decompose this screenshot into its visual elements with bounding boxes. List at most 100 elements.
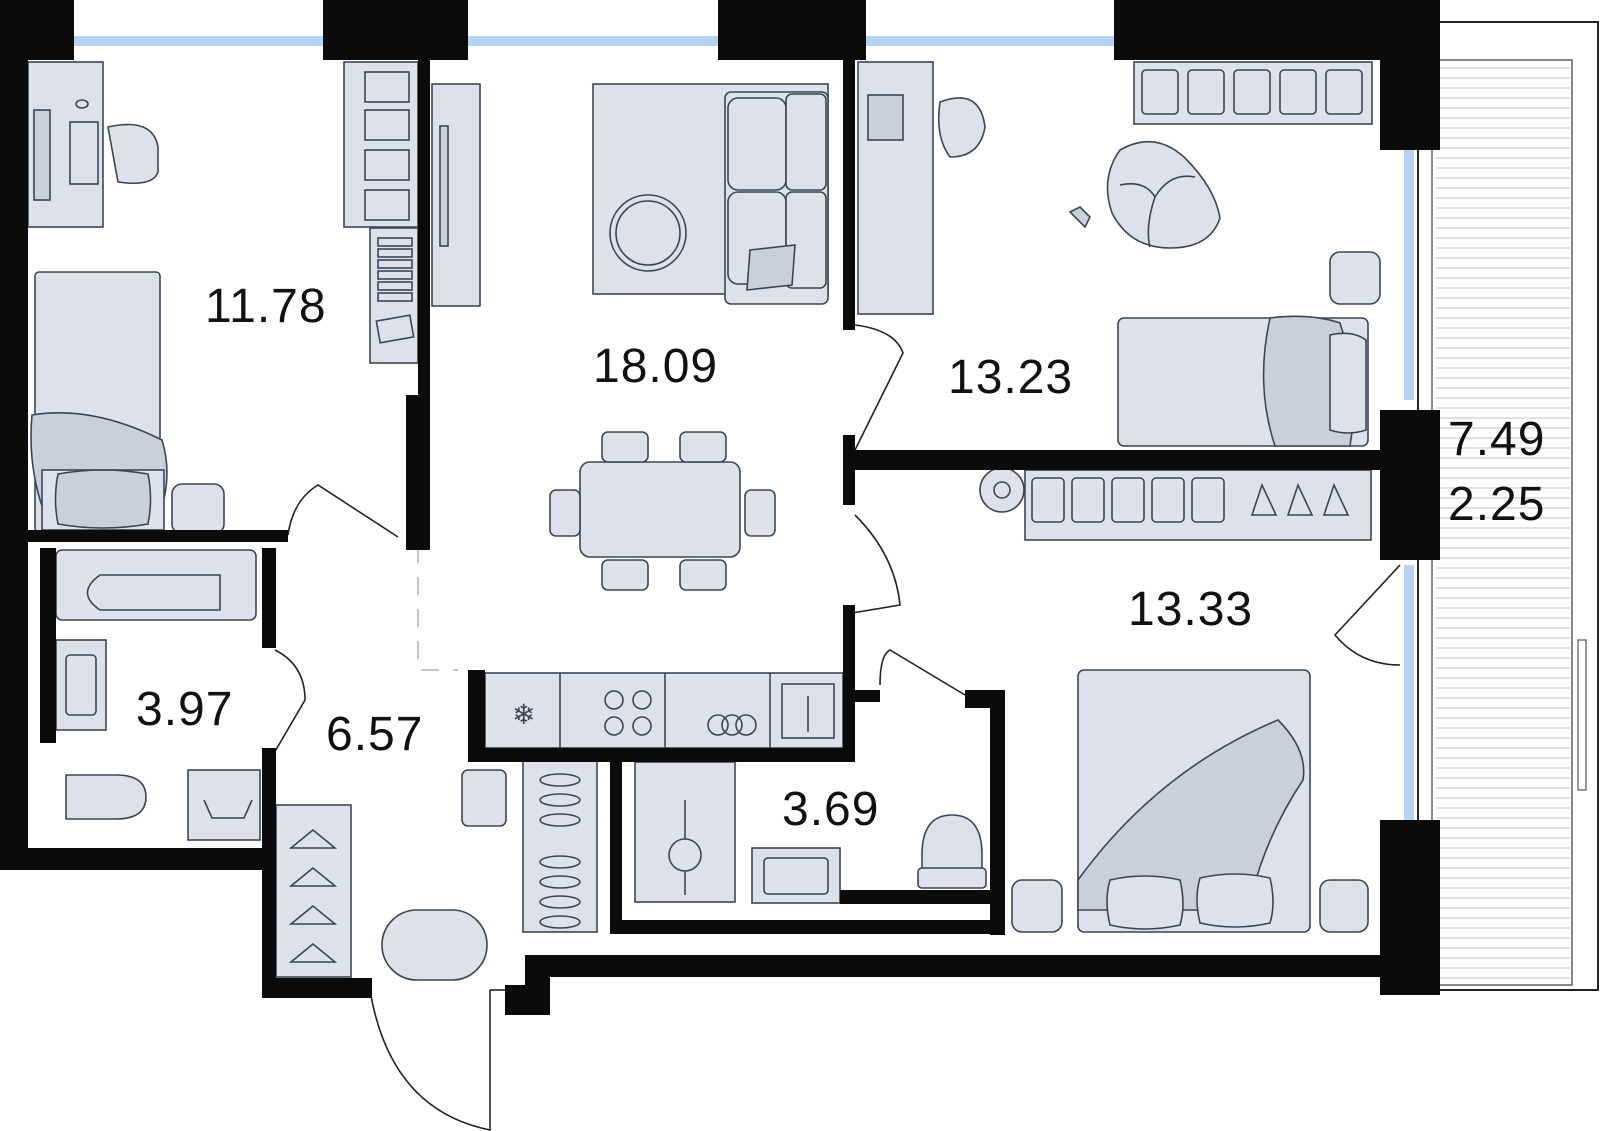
mouse <box>75 99 89 109</box>
throw-pillow <box>746 244 796 291</box>
wardrobe-top <box>1133 61 1373 125</box>
shirt-icon <box>1031 477 1065 523</box>
area-label-bedroom-top-right: 13.23 <box>948 351 1073 404</box>
dining-chair <box>549 489 581 537</box>
hanger-icon <box>1322 482 1350 516</box>
robot-vacuum-icon <box>979 467 1025 513</box>
book <box>377 259 413 269</box>
shirt-icon <box>1279 69 1317 115</box>
hob-burner <box>604 716 624 736</box>
hanger-icon <box>288 828 338 849</box>
area-label-hallway: 6.57 <box>326 708 423 761</box>
hanger-icon <box>1250 482 1278 516</box>
door-swing <box>287 484 399 538</box>
wardrobe-items <box>1031 477 1350 523</box>
nightstand <box>171 483 225 535</box>
book <box>377 237 413 247</box>
pillow <box>54 469 152 529</box>
laptop-icon <box>867 94 904 141</box>
doors <box>269 324 1401 1131</box>
shoe-rack <box>522 759 598 933</box>
hanger-icon <box>1286 482 1314 516</box>
area-label-wc: 3.69 <box>782 783 879 836</box>
bathroom-furniture <box>55 549 261 841</box>
blanket <box>1077 719 1305 911</box>
bottom-right-bedroom-furniture <box>979 467 1372 933</box>
dishwasher-icon <box>707 714 729 736</box>
hallway-furniture <box>275 759 598 981</box>
door-swing <box>854 324 904 451</box>
book <box>377 292 413 302</box>
door-swing <box>1333 564 1401 666</box>
balcony <box>1417 21 1599 991</box>
office-chair <box>937 97 986 158</box>
shoe-icon <box>539 813 581 827</box>
books <box>377 237 413 302</box>
windows <box>70 36 1414 820</box>
shirt-icon <box>1187 69 1225 115</box>
area-label-living-kitchen: 18.09 <box>593 340 718 393</box>
water-heater-icon <box>668 838 702 872</box>
door-swing <box>269 649 306 761</box>
gamepad-icon <box>1068 206 1091 229</box>
nightstand <box>1011 879 1063 933</box>
left-bedroom-furniture <box>27 61 419 535</box>
sofa-back <box>785 191 827 289</box>
nightstand <box>1329 251 1381 305</box>
shoes <box>539 773 581 929</box>
book <box>377 270 413 280</box>
book <box>377 248 413 258</box>
shirt-icon <box>1191 477 1225 523</box>
dining-chair <box>601 559 649 591</box>
shirt-icon <box>1325 69 1363 115</box>
dining-chair <box>601 431 649 463</box>
keyboard <box>69 121 99 185</box>
washing-machine-icon <box>187 769 261 841</box>
pillow <box>1196 873 1274 928</box>
area-label-balcony-reduced: 2.25 <box>1448 478 1545 531</box>
shoe-icon <box>539 793 581 807</box>
shoe-icon <box>539 915 581 929</box>
hanger-icon <box>288 904 338 925</box>
nightstand <box>1319 879 1369 933</box>
area-label-balcony: 7.49 <box>1448 413 1545 466</box>
dining-table <box>579 461 741 558</box>
area-label-bathroom: 3.97 <box>136 683 233 736</box>
hangers <box>288 828 338 963</box>
hob-burner <box>604 690 624 710</box>
doormat <box>381 909 488 981</box>
dining-chair <box>744 489 776 537</box>
living-room-furniture <box>431 83 829 591</box>
coffee-table <box>609 194 687 272</box>
folded-shirt-icon <box>364 189 410 221</box>
shoe-icon <box>539 895 581 909</box>
sofa-back <box>785 93 827 191</box>
pouf <box>461 769 507 827</box>
walls <box>0 0 1440 1015</box>
hob-burner <box>632 716 652 736</box>
shirt-icon <box>1141 69 1179 115</box>
door-swing <box>851 514 901 614</box>
office-chair <box>107 123 159 185</box>
dining-chair <box>679 431 727 463</box>
shirt-icon <box>1151 477 1185 523</box>
book <box>375 314 415 344</box>
dining-chair <box>679 559 727 591</box>
hanger-icon <box>288 866 338 887</box>
book <box>377 281 413 291</box>
shirt-icon <box>1111 477 1145 523</box>
area-labels: 11.78 18.09 13.23 13.33 3.97 6.57 3.69 7… <box>136 280 1545 836</box>
shirt-icon <box>1233 69 1271 115</box>
shelf-box <box>364 109 410 141</box>
area-label-bedroom-left: 11.78 <box>205 280 327 333</box>
shelf-box <box>364 71 410 103</box>
sink-icon <box>781 683 835 739</box>
coat-rack <box>275 804 352 978</box>
sofa-cushion <box>727 97 787 191</box>
top-right-bedroom-furniture <box>857 61 1381 447</box>
wc-furniture <box>634 761 987 904</box>
tv-icon <box>439 125 449 247</box>
shoe-icon <box>539 855 581 869</box>
folded-shirt-icon <box>364 149 410 181</box>
